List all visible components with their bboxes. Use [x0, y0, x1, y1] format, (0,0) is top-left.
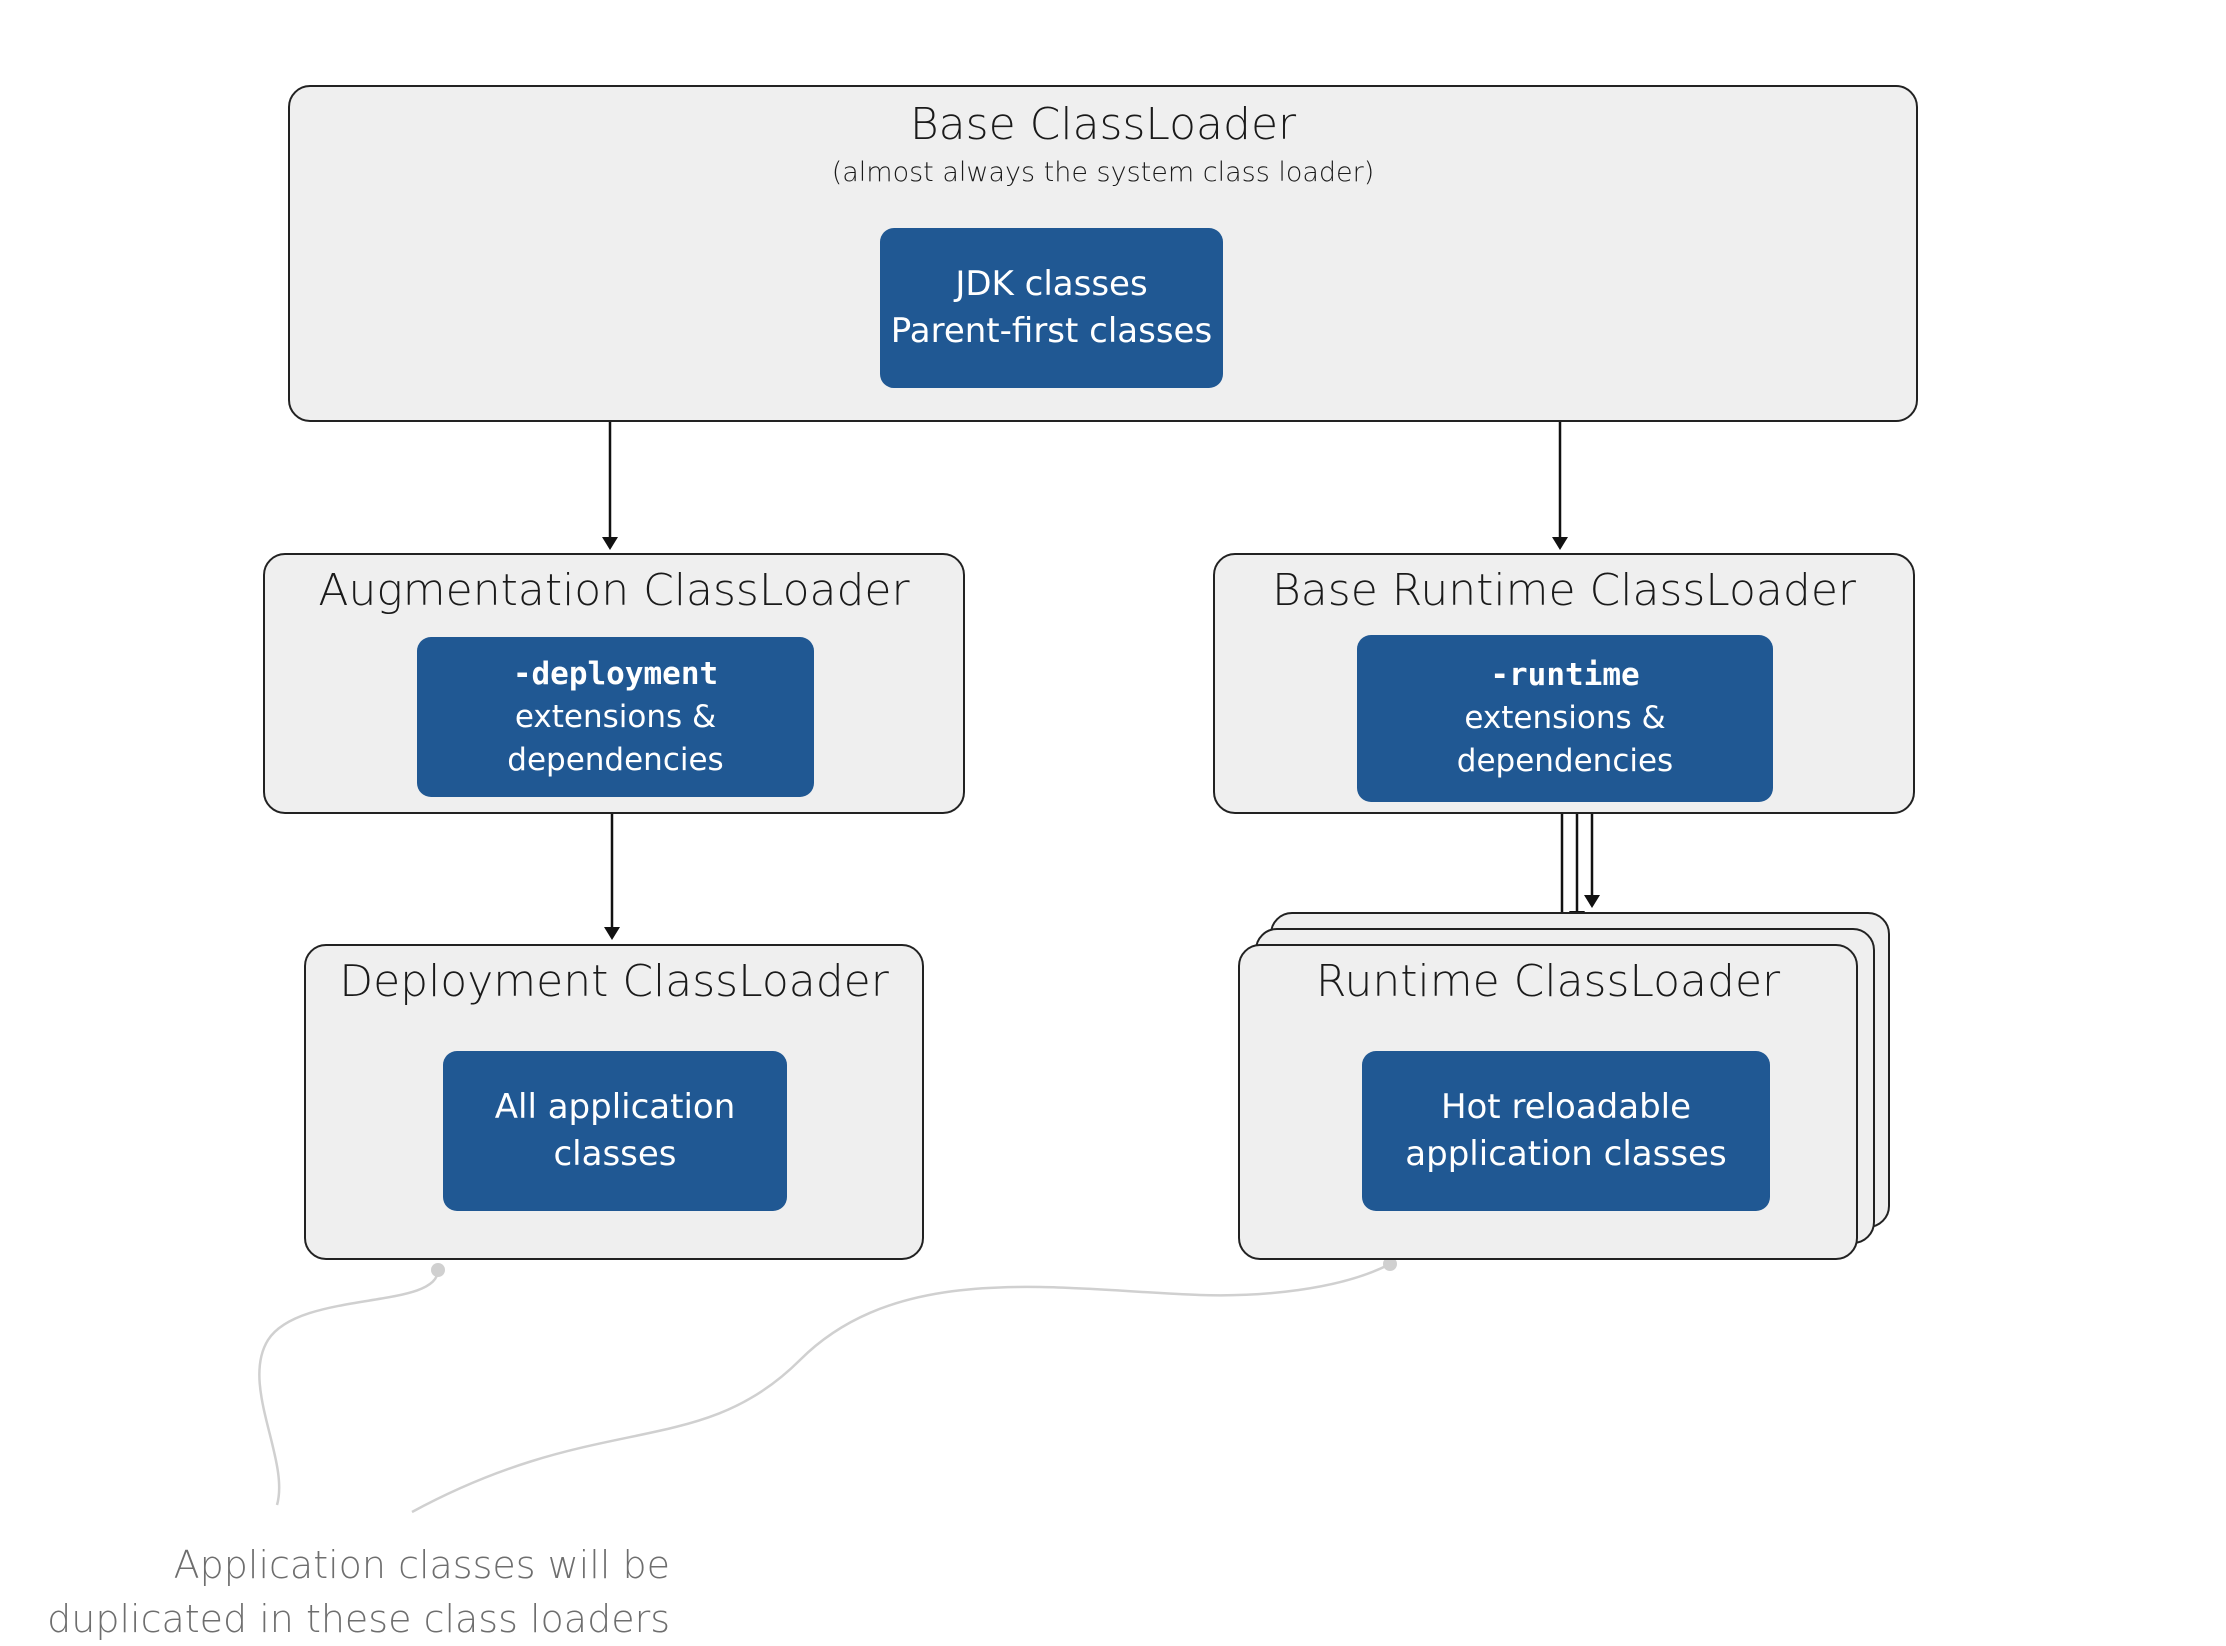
note-dot-runtime — [1383, 1257, 1397, 1271]
deployment-classloader-title: Deployment ClassLoader — [339, 956, 889, 1007]
arrow-augmentation-to-deployment — [604, 812, 620, 940]
runtime-dependencies-label: dependencies — [1456, 743, 1674, 779]
runtime-code-label: -runtime — [1490, 657, 1640, 693]
deployment-dependencies-label: dependencies — [507, 741, 724, 778]
augmentation-classloader-title: Augmentation ClassLoader — [318, 565, 910, 616]
parent-first-classes-label: Parent-first classes — [890, 311, 1213, 351]
runtime-classloader-title: Runtime ClassLoader — [1315, 956, 1781, 1007]
augmentation-classloader-box: Augmentation ClassLoader -deployment ext… — [263, 553, 965, 814]
hot-reloadable-classes-box: Hot reloadable application classes — [1362, 1051, 1770, 1211]
note-line-deployment — [258, 1269, 440, 1506]
note-dot-deployment — [431, 1263, 445, 1277]
deployment-code-label: -deployment — [512, 655, 719, 692]
classes-label: classes — [553, 1134, 677, 1174]
arrow-base-to-augmentation — [602, 421, 618, 550]
duplication-note-line-2: duplicated in these class loaders — [47, 1597, 670, 1641]
application-classes-label: application classes — [1405, 1134, 1727, 1174]
runtime-classloader-box: Runtime ClassLoader Hot reloadable appli… — [1238, 944, 1858, 1260]
deployment-classloader-box: Deployment ClassLoader All application c… — [304, 944, 924, 1260]
arrow-base-to-base-runtime — [1552, 421, 1568, 550]
all-application-classes-box: All application classes — [443, 1051, 787, 1211]
duplication-note-line-1: Application classes will be — [173, 1543, 670, 1587]
base-classloader-title: Base ClassLoader — [909, 99, 1297, 150]
duplication-note: Application classes will be duplicated i… — [47, 1538, 670, 1646]
base-runtime-classloader-title: Base Runtime ClassLoader — [1272, 565, 1856, 616]
base-runtime-classloader-box: Base Runtime ClassLoader -runtime extens… — [1213, 553, 1915, 814]
note-line-runtime — [411, 1262, 1391, 1514]
jdk-classes-box: JDK classes Parent-first classes — [880, 228, 1223, 388]
runtime-extensions-label: extensions & — [1464, 700, 1666, 736]
all-application-label: All application — [494, 1087, 736, 1127]
base-classloader-box: Base ClassLoader (almost always the syst… — [288, 85, 1918, 422]
deployment-extensions-label: extensions & — [514, 698, 717, 735]
jdk-classes-label: JDK classes — [955, 264, 1148, 304]
runtime-extensions-box: -runtime extensions & dependencies — [1357, 635, 1773, 802]
note-pointer-lines — [258, 1257, 1397, 1514]
hot-reloadable-label: Hot reloadable — [1440, 1087, 1692, 1127]
deployment-extensions-box: -deployment extensions & dependencies — [417, 637, 814, 797]
base-classloader-subtitle: (almost always the system class loader) — [831, 157, 1375, 188]
